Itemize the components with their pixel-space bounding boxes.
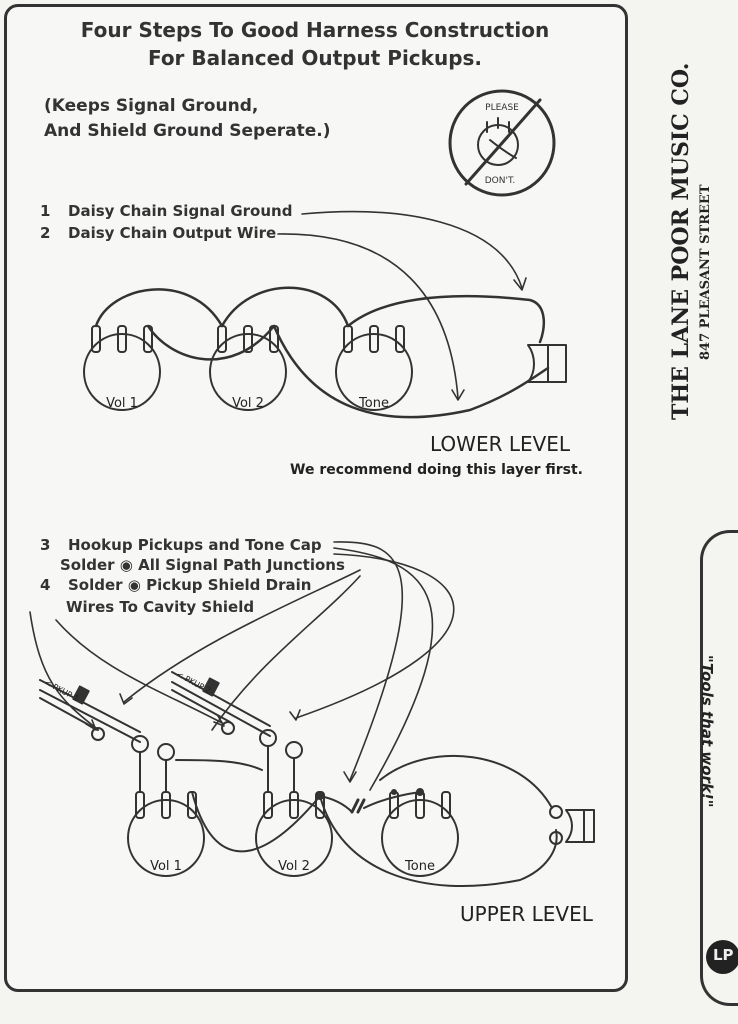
note-line-1: (Keeps Signal Ground, bbox=[44, 96, 259, 116]
badge-please-text: PLEASE bbox=[485, 103, 519, 113]
note-line-2: And Shield Ground Seperate.) bbox=[44, 121, 331, 141]
step-3-subtext: Solder ◉ All Signal Path Junctions bbox=[60, 556, 345, 574]
lower-level-label: LOWER LEVEL bbox=[430, 432, 571, 456]
pkup2-lead-b bbox=[285, 741, 303, 759]
company-street: 847 PLEASANT STREET bbox=[698, 184, 713, 361]
upper-callout-arrows bbox=[29, 541, 455, 791]
pkup1-heatshrink bbox=[72, 685, 90, 705]
upper-pot-vol2-label: Vol 2 bbox=[278, 859, 310, 874]
lower-pots bbox=[83, 325, 413, 411]
upper-pot-tone-label: Tone bbox=[404, 859, 435, 874]
lower-pot-vol1-label: Vol 1 bbox=[106, 396, 138, 411]
lower-pot-vol2 bbox=[209, 333, 287, 411]
step-4-number: 4 bbox=[40, 576, 51, 594]
slogan-text: "Tools that work!" bbox=[698, 655, 716, 808]
prohibited-slash bbox=[464, 98, 542, 186]
slogan-box bbox=[700, 530, 738, 1006]
upper-pot-vol2 bbox=[255, 799, 333, 877]
upper-pot-vol1 bbox=[127, 799, 205, 877]
instruction-panel bbox=[4, 4, 628, 992]
upper-level-label: UPPER LEVEL bbox=[460, 902, 593, 926]
step-4-text: Solder ◉ Pickup Shield Drain bbox=[68, 576, 312, 594]
step-2-text: Daisy Chain Output Wire bbox=[68, 224, 277, 242]
pickup-leads bbox=[39, 671, 303, 793]
upper-output-jack bbox=[549, 805, 595, 845]
step-3-text: Hookup Pickups and Tone Cap bbox=[68, 536, 322, 554]
lower-wires bbox=[94, 286, 550, 419]
lower-pot-vol1 bbox=[83, 333, 161, 411]
title-line-1: Four Steps To Good Harness Construction bbox=[80, 18, 550, 42]
prohibited-circle bbox=[448, 89, 556, 197]
pkup1-lead-a bbox=[131, 735, 149, 753]
pkup2-lead-a bbox=[259, 729, 277, 747]
pkup2-heatshrink bbox=[202, 677, 220, 697]
please-dont-badge bbox=[448, 89, 556, 197]
step-2-number: 2 bbox=[40, 224, 51, 242]
upper-wires bbox=[175, 754, 558, 887]
pkup1-label: < PKUP 1 bbox=[43, 678, 80, 704]
title-line-2: For Balanced Output Pickups. bbox=[147, 46, 483, 70]
step-1-text: Daisy Chain Signal Ground bbox=[68, 202, 293, 220]
lower-pot-tone bbox=[335, 333, 413, 411]
lower-pot-tone-label: Tone bbox=[358, 396, 389, 411]
badge-dont-text: DON'T. bbox=[485, 176, 516, 186]
lower-callout-arrows bbox=[277, 210, 527, 401]
step-4-subtext: Wires To Cavity Shield bbox=[66, 598, 255, 616]
pkup1-lead-b bbox=[157, 743, 175, 761]
step-3-number: 3 bbox=[40, 536, 51, 554]
lower-recommend-note: We recommend doing this layer first. bbox=[290, 462, 583, 478]
lower-output-jack bbox=[527, 344, 567, 383]
pkup2-shield-junction bbox=[221, 721, 235, 735]
company-name: THE LANE POOR MUSIC CO. bbox=[668, 62, 694, 420]
pkup1-shield-junction bbox=[91, 727, 105, 741]
solder-junctions bbox=[316, 788, 424, 800]
brand-logo-icon: LP bbox=[706, 940, 738, 974]
upper-pot-tone bbox=[381, 799, 459, 877]
upper-pot-vol1-label: Vol 1 bbox=[150, 859, 182, 874]
lower-pot-vol2-label: Vol 2 bbox=[232, 396, 264, 411]
step-1-number: 1 bbox=[40, 202, 51, 220]
